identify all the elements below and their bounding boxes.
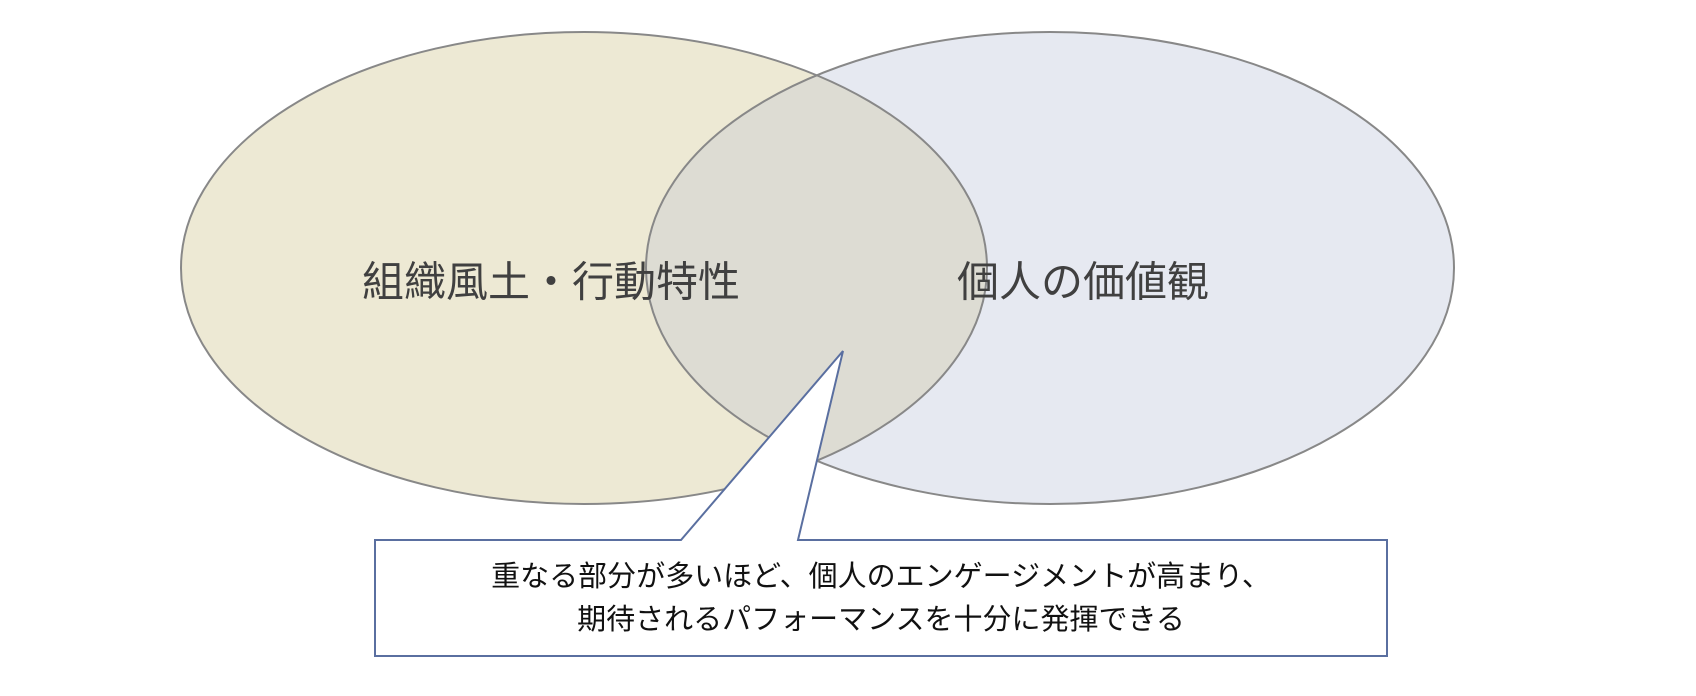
- left-set-outline: [180, 31, 988, 505]
- overlap-region: [646, 32, 987, 504]
- callout-box: [374, 350, 1388, 657]
- callout-line-2: 期待されるパフォーマンスを十分に発揮できる: [577, 602, 1185, 636]
- right-set-label: 個人の価値観: [956, 257, 1210, 307]
- callout-text: 重なる部分が多いほど、個人のエンゲージメントが高まり、 期待されるパフォーマンス…: [375, 540, 1387, 656]
- callout-line-1: 重なる部分が多いほど、個人のエンゲージメントが高まり、: [491, 559, 1271, 593]
- left-set-label: 組織風土・行動特性: [361, 257, 741, 307]
- right-set-outline: [645, 31, 1455, 505]
